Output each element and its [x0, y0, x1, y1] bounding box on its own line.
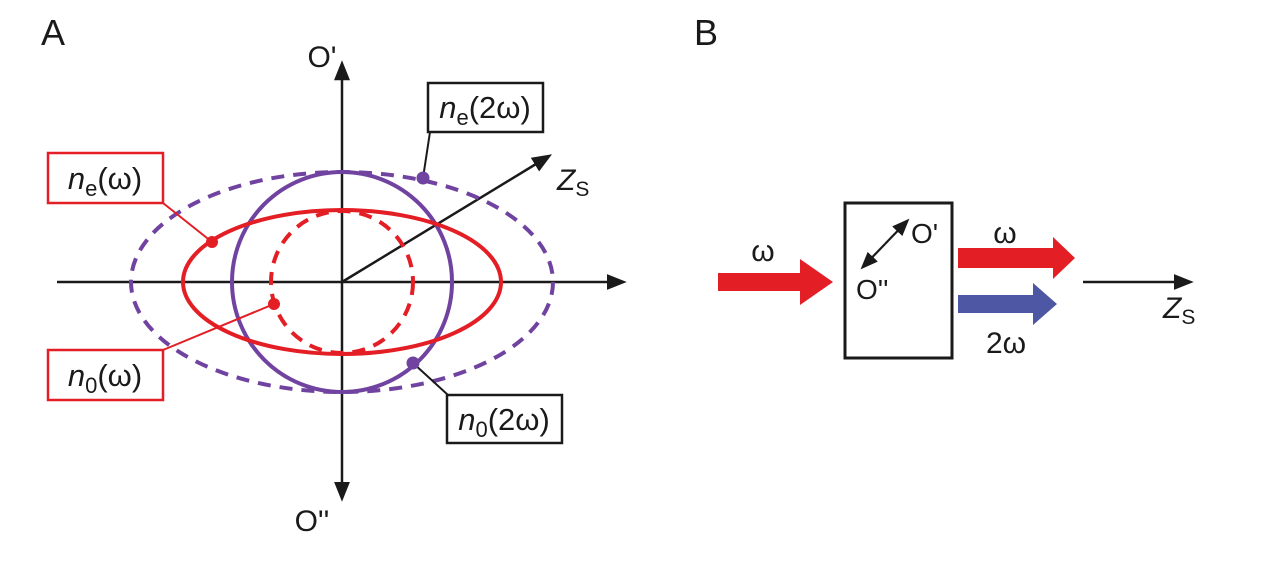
ne-2omega-marker-dot	[416, 171, 430, 185]
crystal-o-double-prime-label: O''	[856, 274, 888, 305]
output-2omega-label: 2ω	[986, 327, 1026, 360]
n0-omega-marker-dot	[268, 298, 280, 310]
n0-omega-label: n0(ω)	[68, 358, 142, 398]
panel-a: A O' O'' ZS ne(2ω) ne(ω) n0(ω) n0(2	[41, 12, 627, 538]
n0-2omega-callout-box	[445, 393, 564, 445]
o-prime-axis-label: O'	[307, 41, 336, 74]
panel-b: B ω O' O'' ω 2ω ZS	[694, 12, 1195, 360]
n0-omega-leader-line	[162, 303, 275, 351]
panel-a-label: A	[41, 12, 65, 53]
ne-2omega-leader-line	[422, 131, 431, 179]
crystal-optic-axis-lower-arrow	[860, 243, 886, 270]
ne-omega-callout-box	[46, 151, 165, 205]
crystal-o-prime-label: O'	[911, 218, 938, 249]
n0-2omega-leader-line	[412, 362, 449, 396]
crystal-optic-axis-upper-arrow	[884, 218, 910, 245]
output-omega-label: ω	[993, 217, 1016, 250]
input-omega-arrow	[718, 259, 833, 305]
ne-omega-marker-dot	[206, 236, 218, 248]
panel-b-label: B	[694, 12, 718, 53]
n0-2omega-label: n0(2ω)	[458, 402, 550, 442]
ne-omega-label: ne(ω)	[68, 161, 142, 201]
n0-2omega-marker-dot	[406, 356, 420, 370]
n0-omega-dashed-circle	[269, 209, 415, 355]
o-double-prime-axis-label: O''	[295, 505, 330, 538]
zs-axis-label: ZS	[556, 164, 589, 201]
zs-label-b: ZS	[1162, 292, 1195, 329]
n0-2omega-circle	[230, 170, 454, 394]
n0-omega-callout-box	[46, 348, 165, 402]
output-2omega-arrow	[958, 283, 1057, 325]
output-omega-arrow	[958, 237, 1075, 279]
ne-omega-leader-line	[162, 202, 213, 243]
input-omega-label: ω	[751, 235, 774, 268]
ne-2omega-callout-box	[426, 81, 545, 134]
ne-2omega-label: ne(2ω)	[439, 90, 531, 130]
